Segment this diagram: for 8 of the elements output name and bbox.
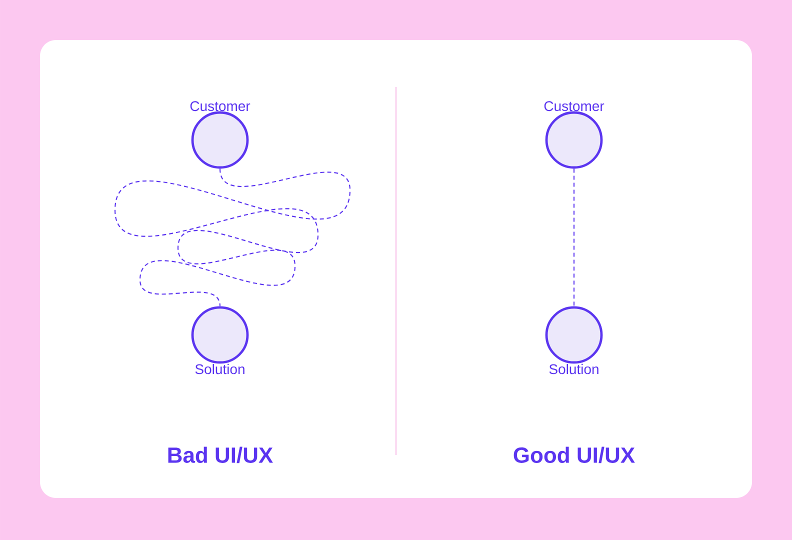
node-label: Solution xyxy=(195,364,244,374)
heading: Bad UI/UX xyxy=(168,446,273,464)
node-label: Customer xyxy=(544,101,604,112)
dashed-connector xyxy=(114,168,351,307)
heading: Good UI/UX xyxy=(514,446,635,464)
node-label: Customer xyxy=(190,101,250,112)
node-label: Solution xyxy=(549,364,598,374)
dashed-connector xyxy=(573,168,575,306)
